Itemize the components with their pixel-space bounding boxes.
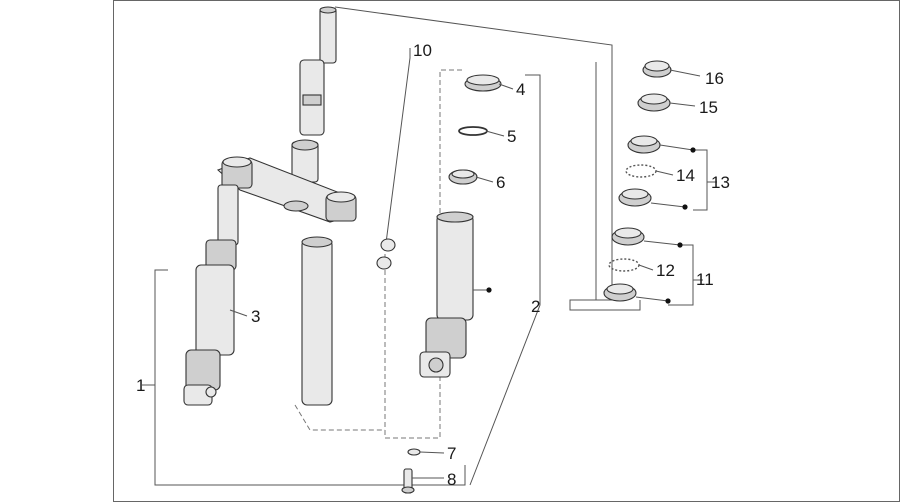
label-10: 10 bbox=[413, 41, 432, 60]
label-11: 11 bbox=[696, 270, 714, 289]
label-5: 5 bbox=[507, 127, 516, 146]
bracket-headset bbox=[334, 6, 641, 311]
ref-dot-11b bbox=[665, 298, 671, 304]
leader-12 bbox=[638, 264, 654, 271]
part-12-ball-race bbox=[608, 258, 640, 272]
label-14: 14 bbox=[676, 166, 695, 185]
part-16-lock-nut bbox=[642, 60, 672, 78]
label-4: 4 bbox=[516, 80, 525, 99]
ref-dot-2 bbox=[486, 287, 492, 293]
leader-4 bbox=[498, 83, 514, 90]
part-8-bolt bbox=[401, 468, 415, 494]
label-2: 2 bbox=[531, 297, 540, 316]
part-5-circlip bbox=[458, 126, 488, 136]
right-fork-leg bbox=[419, 211, 474, 378]
label-13: 13 bbox=[711, 173, 730, 192]
label-3: 3 bbox=[251, 307, 260, 326]
clamp-nuts bbox=[376, 238, 396, 270]
ref-dot-13a bbox=[690, 147, 696, 153]
part-15-adjusting-cone bbox=[637, 93, 671, 112]
bracket-11 bbox=[668, 244, 694, 306]
leader-16 bbox=[669, 69, 701, 77]
left-fork-leg bbox=[183, 184, 239, 406]
leader-14 bbox=[655, 170, 674, 176]
part-11-lower-cup bbox=[603, 283, 637, 302]
label-8: 8 bbox=[447, 470, 456, 489]
label-16: 16 bbox=[705, 69, 724, 88]
label-15: 15 bbox=[699, 98, 718, 117]
part-11-upper-cup bbox=[611, 227, 645, 246]
ref-dot-11a bbox=[677, 242, 683, 248]
fork-crown-clamp bbox=[216, 139, 357, 223]
dashed-outline-right bbox=[384, 69, 462, 439]
label-12: 12 bbox=[656, 261, 675, 280]
steering-stem-shaft bbox=[299, 6, 337, 136]
leader-15 bbox=[669, 102, 696, 107]
part-13-lower-cup bbox=[618, 188, 652, 207]
part-4-dust-seal bbox=[464, 74, 502, 92]
leader-13-bottom bbox=[650, 202, 686, 208]
leader-11-top bbox=[643, 240, 681, 246]
leader-5 bbox=[485, 130, 505, 137]
label-6: 6 bbox=[496, 173, 505, 192]
leader-10 bbox=[385, 48, 411, 244]
label-7: 7 bbox=[447, 444, 456, 463]
ref-dot-13b bbox=[682, 204, 688, 210]
leader-11-bottom bbox=[635, 296, 669, 302]
bracket-13 bbox=[693, 149, 708, 211]
inner-fork-tube bbox=[301, 236, 333, 406]
part-7-washer bbox=[407, 448, 421, 456]
dashed-outline-left bbox=[294, 404, 385, 431]
leader-7 bbox=[419, 451, 445, 454]
leader-3 bbox=[229, 309, 248, 317]
bracket-2 bbox=[469, 74, 541, 486]
leader-6 bbox=[475, 176, 494, 183]
bracket-1 bbox=[154, 269, 466, 486]
part-13-upper-cup bbox=[627, 135, 661, 154]
part-6-oil-seal bbox=[448, 169, 478, 185]
label-1: 1 bbox=[136, 376, 145, 395]
leader-13-top bbox=[659, 144, 694, 151]
part-14-ball-race bbox=[625, 164, 657, 178]
